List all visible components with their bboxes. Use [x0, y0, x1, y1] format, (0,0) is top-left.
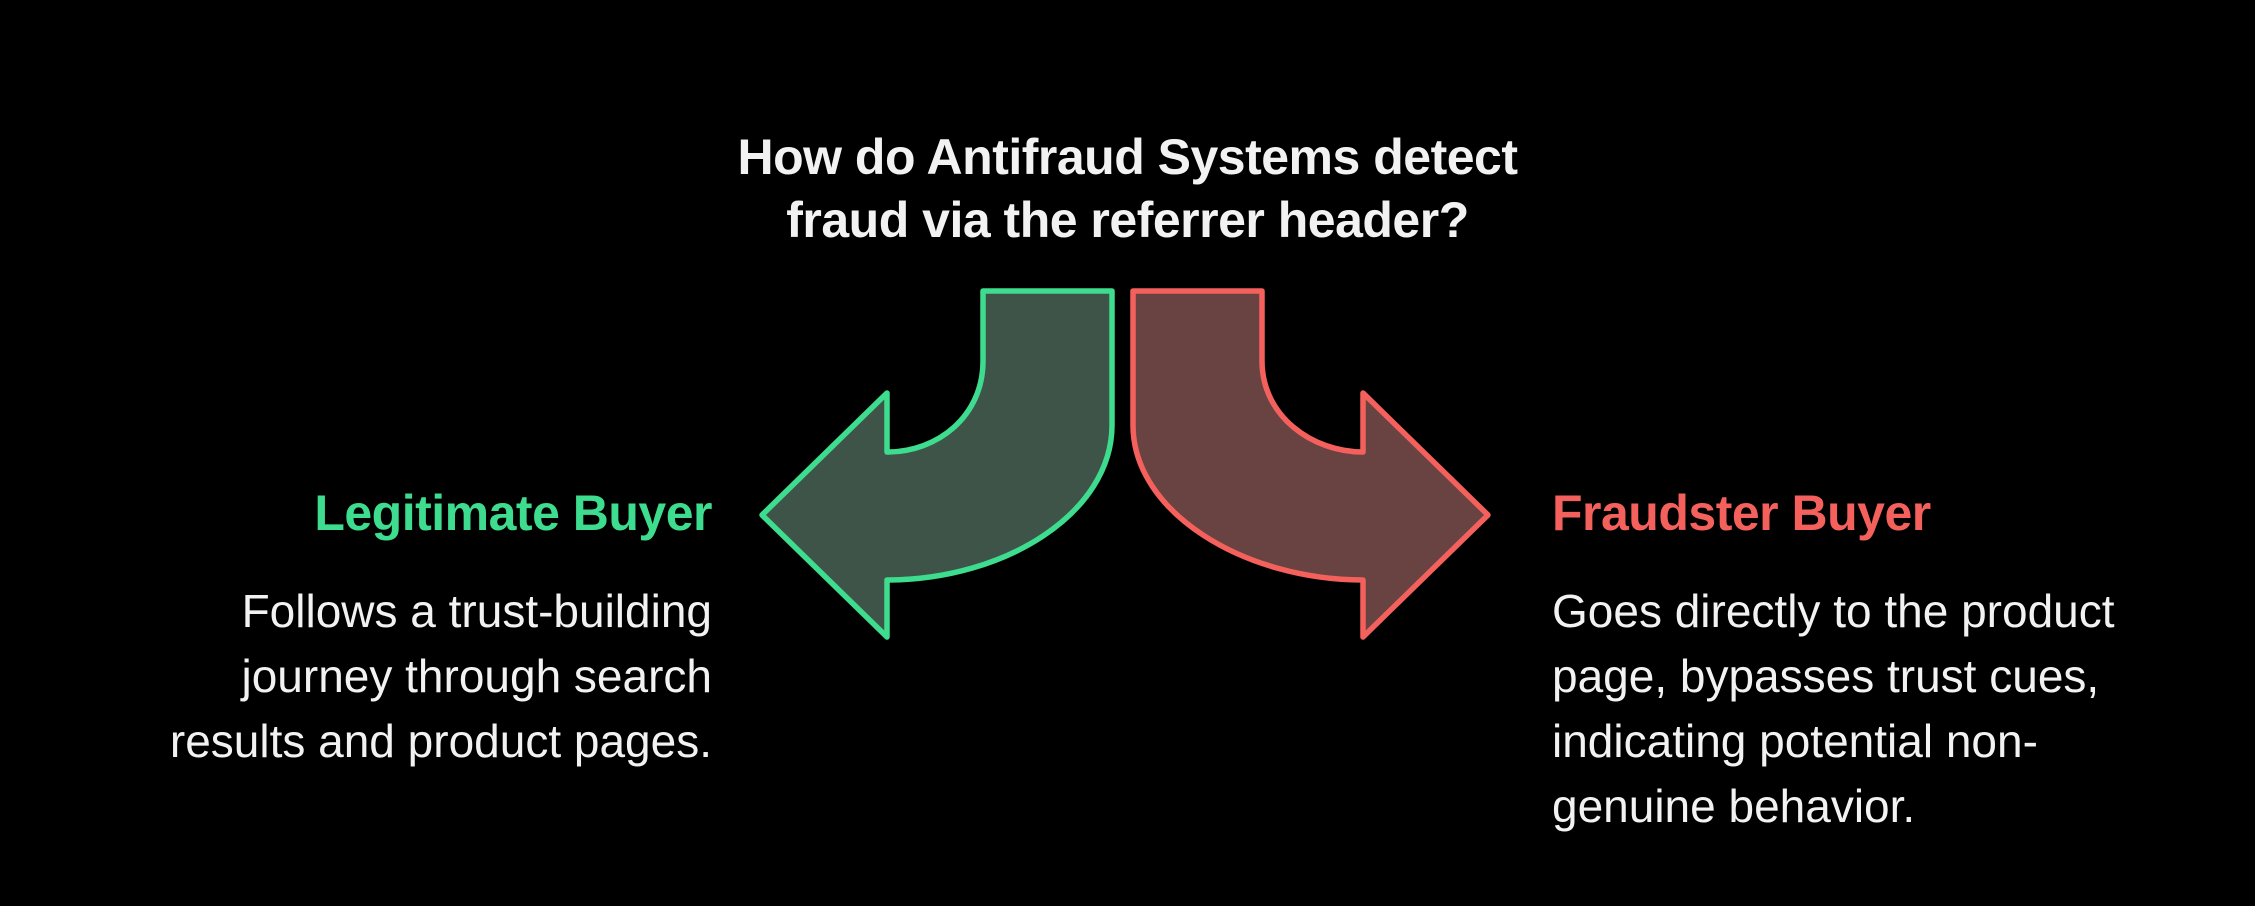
description-line: results and product pages.: [169, 715, 712, 767]
legitimate-buyer-description: Follows a trust-building journey through…: [170, 579, 712, 774]
fraudster-buyer-branch: Fraudster Buyer Goes directly to the pro…: [1552, 485, 2115, 839]
description-line: journey through search: [241, 650, 712, 702]
description-line: Goes directly to the product: [1552, 585, 2115, 637]
legitimate-buyer-branch: Legitimate Buyer Follows a trust-buildin…: [170, 485, 713, 774]
fraudster-buyer-description: Goes directly to the product page, bypas…: [1552, 579, 2115, 839]
description-line: indicating potential non-: [1552, 715, 2038, 767]
description-line: page, bypasses trust cues,: [1552, 650, 2100, 702]
fraudster-buyer-label: Fraudster Buyer: [1552, 485, 1931, 541]
page-title-line: How do Antifraud Systems detect: [737, 129, 1518, 185]
curved-arrow-down-left-icon: [759, 288, 1115, 640]
curved-arrow-down-right-icon: [1130, 288, 1491, 640]
page-title: How do Antifraud Systems detect fraud vi…: [0, 126, 2255, 252]
page-title-line: fraud via the referrer header?: [786, 192, 1469, 248]
description-line: Follows a trust-building: [241, 585, 712, 637]
legitimate-buyer-label: Legitimate Buyer: [314, 485, 712, 541]
description-line: genuine behavior.: [1552, 780, 1916, 832]
